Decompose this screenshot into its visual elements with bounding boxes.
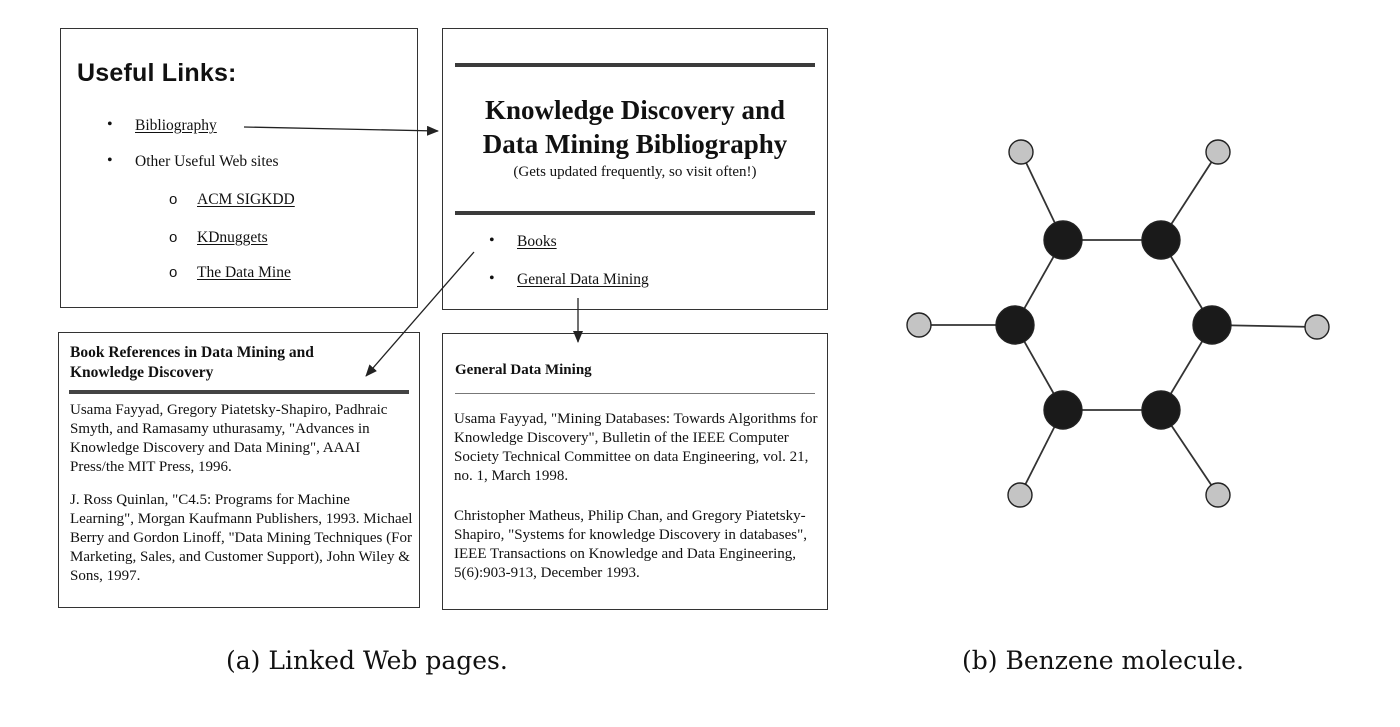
gdm-reference: Usama Fayyad, "Mining Databases: Towards… — [454, 411, 818, 484]
bibliography-link[interactable]: Bibliography — [135, 117, 217, 134]
kdd-bibliography-page: Knowledge Discovery and Data Mining Bibl… — [442, 28, 828, 310]
hydrogen-atom — [1205, 482, 1231, 508]
book-reference: Usama Fayyad, Gregory Piatetsky-Shapiro,… — [70, 402, 388, 475]
kdnuggets-link[interactable]: KDnuggets — [197, 229, 268, 246]
kdd-title-line-2: Data Mining Bibliography — [482, 129, 788, 159]
list-item-books: • Books — [489, 232, 557, 251]
list-item-acm-sigkdd: o ACM SIGKDD — [169, 191, 295, 209]
book-references-page: Book References in Data Mining and Knowl… — [58, 332, 420, 608]
kdd-subtitle: (Gets updated frequently, so visit often… — [513, 164, 757, 180]
carbon-atom — [1043, 390, 1083, 430]
circle-bullet-icon: o — [169, 264, 178, 281]
books-link[interactable]: Books — [517, 233, 557, 250]
atoms — [906, 139, 1330, 508]
useful-links-title: Useful Links: — [77, 59, 237, 87]
the-data-mine-link[interactable]: The Data Mine — [197, 264, 291, 281]
title-rule — [69, 390, 409, 394]
carbon-atom — [1043, 220, 1083, 260]
list-item-bibliography: • Bibliography — [107, 116, 217, 135]
useful-links-page: Useful Links: • Bibliography • Other Use… — [60, 28, 418, 308]
gdm-reference: Christopher Matheus, Philip Chan, and Gr… — [454, 508, 808, 581]
arrow-bibliography-to-kdd — [243, 125, 439, 136]
caption-a: (a) Linked Web pages. — [226, 646, 508, 675]
general-data-mining-page: General Data Mining Usama Fayyad, "Minin… — [442, 333, 828, 610]
list-item-the-data-mine: o The Data Mine — [169, 264, 291, 282]
list-item-other-sites: • Other Useful Web sites — [107, 152, 279, 171]
acm-sigkdd-link[interactable]: ACM SIGKDD — [197, 191, 295, 208]
arrow-books-to-book-references — [365, 251, 475, 377]
list-item-general-data-mining: • General Data Mining — [489, 270, 649, 289]
bullet-icon: • — [107, 116, 113, 133]
hydrogen-atom — [1304, 314, 1330, 340]
other-sites-label: Other Useful Web sites — [135, 153, 279, 170]
title-rule — [455, 393, 815, 394]
carbon-atom — [1141, 390, 1181, 430]
bullet-icon: • — [107, 152, 113, 169]
bullet-icon: • — [489, 232, 495, 249]
hydrogen-atom — [1007, 482, 1033, 508]
list-item-kdnuggets: o KDnuggets — [169, 229, 268, 247]
hydrogen-atom — [1008, 139, 1034, 165]
carbon-atom — [1141, 220, 1181, 260]
bullet-icon: • — [489, 270, 495, 287]
hydrogen-atom — [1205, 139, 1231, 165]
circle-bullet-icon: o — [169, 191, 178, 208]
book-references-title: Book References in Data Mining and Knowl… — [70, 344, 314, 381]
general-data-mining-link[interactable]: General Data Mining — [517, 271, 649, 288]
bonds — [919, 151, 1318, 496]
circle-bullet-icon: o — [169, 229, 178, 246]
top-rule — [455, 63, 815, 67]
carbon-atom — [995, 305, 1035, 345]
general-data-mining-title: General Data Mining — [455, 362, 592, 378]
kdd-title-line-1: Knowledge Discovery and — [485, 95, 785, 125]
hydrogen-atom — [906, 312, 932, 338]
book-reference: J. Ross Quinlan, "C4.5: Programs for Mac… — [70, 492, 413, 584]
kdd-bibliography-title: Knowledge Discovery and Data Mining Bibl… — [443, 93, 827, 161]
caption-b: (b) Benzene molecule. — [962, 646, 1244, 675]
bottom-rule — [455, 211, 815, 215]
carbon-atom — [1192, 305, 1232, 345]
